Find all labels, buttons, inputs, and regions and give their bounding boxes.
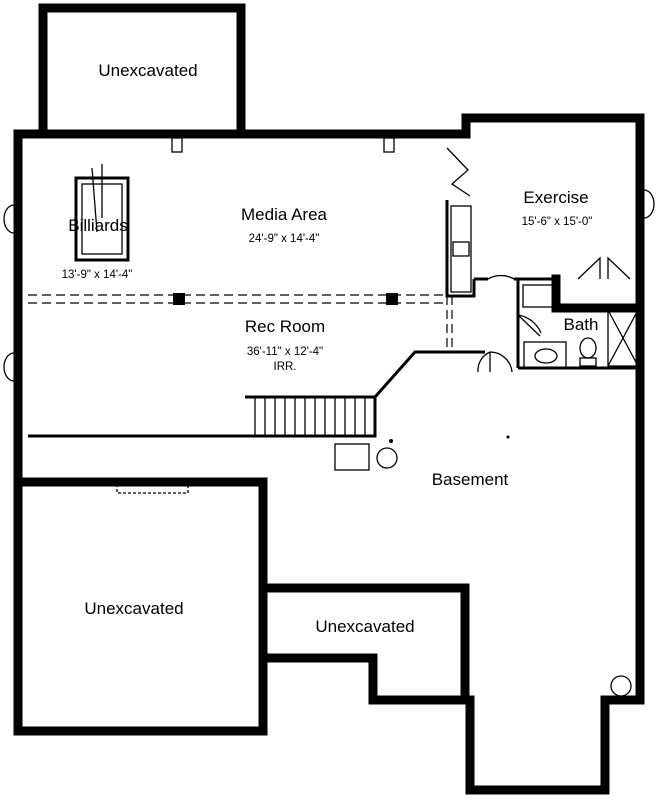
wall-exercise-bath [551, 274, 645, 313]
partition-media-stair-wall [445, 200, 476, 298]
door-rec-basement [477, 351, 491, 373]
bath-shower-box [607, 309, 639, 367]
bar-counter [450, 205, 472, 293]
window-left-upper [3, 204, 15, 234]
unexcavated-top-label: Unexcavated [98, 61, 197, 80]
unexcavated-center-label: Unexcavated [315, 617, 414, 636]
walls [13, 3, 645, 795]
beam-lines [28, 293, 453, 352]
wall-bottom-right [258, 303, 645, 795]
wall-post [383, 137, 395, 153]
stair-outline [245, 395, 377, 438]
unexcavated-left-label: Unexcavated [84, 599, 183, 618]
doors [446, 147, 631, 373]
door-exercise [487, 274, 515, 280]
sump-pump [610, 675, 632, 697]
billiard-cue [91, 164, 103, 233]
door-rec-side [489, 351, 513, 373]
partition-exercise-left [474, 277, 520, 368]
stairs [245, 395, 377, 438]
window-left-lower [3, 352, 15, 382]
wall-outer-perimeter [13, 113, 645, 313]
column-post [386, 293, 398, 305]
windows [3, 189, 655, 494]
beam-line-vertical [446, 296, 453, 352]
door-closet-double [577, 256, 631, 280]
door-media-exercise [446, 147, 471, 197]
wall-post [171, 137, 183, 153]
wall-unexcavated-top [38, 3, 246, 139]
wall-unexcavated-center [258, 583, 470, 705]
media-area-dims: 24'-9" x 14'-4" [249, 233, 320, 245]
billiards-dims: 13'-9" x 14'-4" [62, 269, 133, 281]
floor-drain [389, 439, 393, 443]
exercise-label: Exercise [523, 188, 588, 207]
water-heater [376, 447, 398, 469]
media-area-label: Media Area [241, 205, 328, 224]
room-labels: Unexcavated Media Area 24'-9" x 14'-4" B… [62, 61, 599, 636]
closet-box [522, 284, 556, 308]
billiards-label: Billiards [68, 216, 128, 235]
rec-room-label: Rec Room [245, 317, 325, 336]
wall-unexcavated-left [13, 477, 268, 736]
exercise-dims: 15'-6" x 15'-0" [522, 216, 593, 228]
beam-line-main [28, 294, 447, 304]
rec-room-dims: 36'-11" x 12'-4" [247, 346, 323, 358]
partition-rec-room-jog [373, 350, 485, 398]
floor-drain-2 [506, 435, 510, 439]
bath-vanity [523, 341, 567, 369]
basement-label: Basement [432, 470, 509, 489]
window-right [643, 189, 655, 219]
bath-label: Bath [564, 315, 599, 334]
door-bath [517, 314, 542, 337]
partitions [28, 200, 639, 438]
bath-sink [534, 348, 558, 364]
fixtures [74, 137, 632, 697]
bar-sink [452, 241, 470, 257]
rec-room-note: IRR. [274, 361, 297, 373]
bath-toilet-tank [579, 357, 597, 367]
bath-toilet [579, 337, 597, 359]
column-post [173, 293, 185, 305]
furnace [334, 443, 370, 471]
